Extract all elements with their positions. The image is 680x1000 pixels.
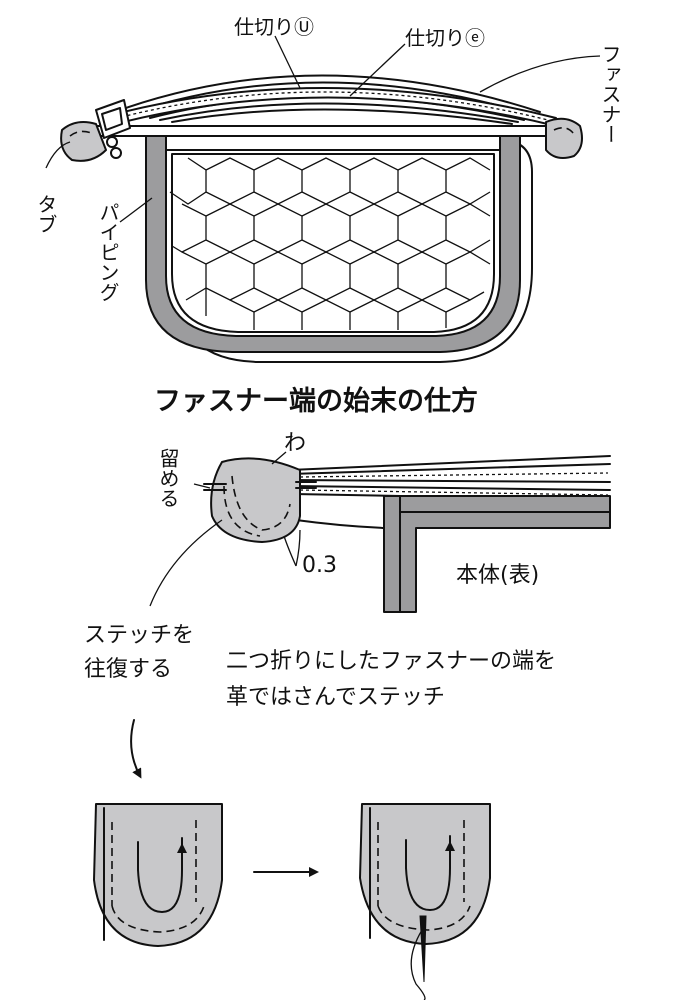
pouch-illustration	[45, 35, 601, 363]
leader-zipper	[479, 55, 601, 93]
label-desc-line2: 革ではさんでステッチ	[226, 685, 445, 710]
diagram-title: ファスナー端の始末の仕方	[154, 385, 478, 417]
label-seam: 0.3	[302, 553, 337, 578]
label-body-face: 本体(表)	[456, 563, 539, 588]
leader-tab	[45, 141, 71, 169]
label-tack: 留める	[156, 448, 180, 508]
step-1-tab	[93, 803, 223, 947]
thread	[410, 929, 426, 1000]
detail-illustration	[149, 451, 611, 613]
label-desc-line1: 二つ折りにしたファスナーの端を	[226, 649, 556, 674]
body-corner	[383, 495, 611, 613]
zipper-band	[91, 87, 561, 137]
right-tab	[545, 117, 583, 159]
leader-tack	[193, 483, 211, 489]
step-2-tab	[359, 803, 491, 1000]
hexagon-quilt-panel	[171, 153, 495, 333]
arrow-down	[130, 719, 142, 779]
leader-seam-2	[295, 529, 301, 567]
leader-stitch	[149, 519, 223, 607]
label-tab: タブ	[34, 194, 58, 234]
label-fold: わ	[284, 431, 306, 456]
label-stitch-line1: ステッチを	[84, 623, 194, 648]
leader-partition-u	[274, 35, 301, 89]
zipper-slider	[95, 99, 131, 159]
left-tab	[60, 121, 107, 162]
detail-tab	[210, 457, 301, 543]
leader-partition-e	[349, 43, 406, 97]
leader-fold	[271, 451, 287, 465]
hexagon-quilt-pattern	[169, 157, 491, 330]
label-zipper: ファスナー	[598, 44, 622, 144]
label-partition-u: 仕切りⓊ	[234, 15, 314, 39]
label-piping: パイピング	[96, 202, 120, 302]
leader-seam	[283, 535, 297, 567]
needle	[419, 915, 427, 983]
label-stitch-line2: 往復する	[84, 657, 172, 682]
leader-piping	[119, 197, 153, 223]
label-partition-e: 仕切りⓔ	[405, 26, 485, 50]
